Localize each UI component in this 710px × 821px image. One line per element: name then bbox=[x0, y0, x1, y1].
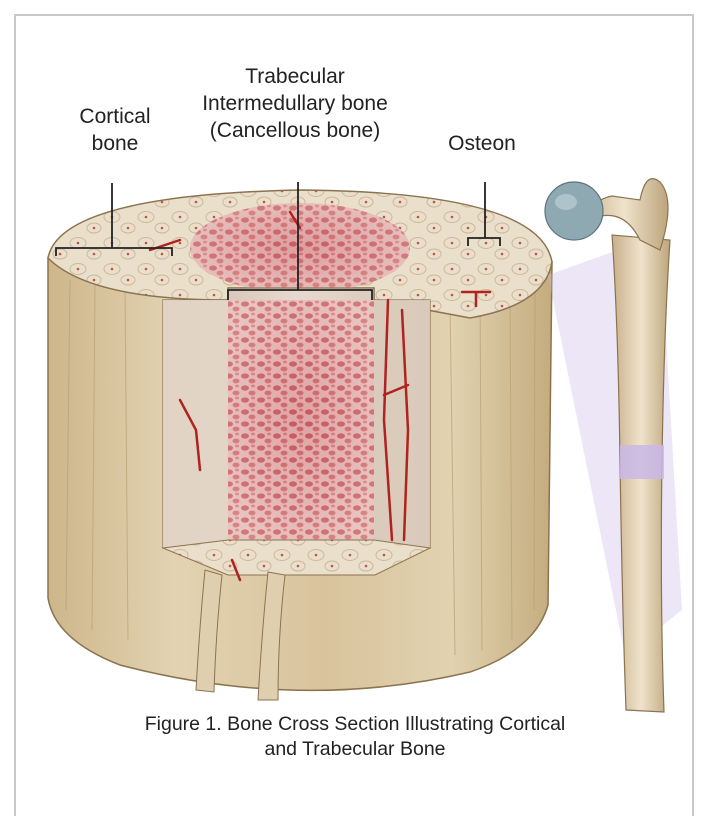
label-osteon: Osteon bbox=[432, 130, 532, 157]
femur-illustration bbox=[545, 179, 682, 712]
figure-caption: Figure 1. Bone Cross Section Illustratin… bbox=[60, 712, 650, 762]
cutaway-section bbox=[163, 288, 430, 580]
label-trabecular-bone: Trabecular Intermedullary bone (Cancello… bbox=[160, 63, 430, 144]
